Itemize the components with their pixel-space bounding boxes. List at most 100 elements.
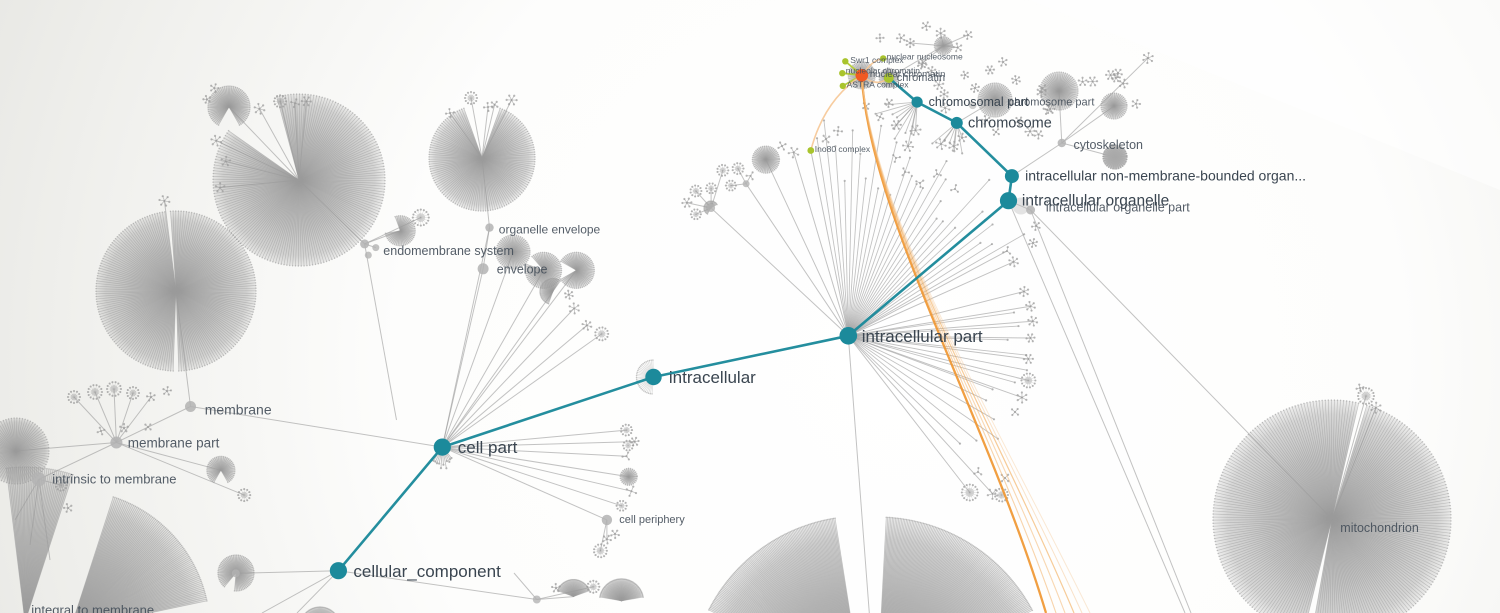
node-intracellular-nmb-organelle[interactable] (1004, 169, 1019, 184)
graph-edge (481, 157, 490, 228)
star-node (883, 98, 894, 109)
graph-edge (481, 106, 489, 159)
star-node (960, 70, 970, 80)
node-cytoskeleton[interactable] (1057, 138, 1067, 148)
label-chromatin: chromatin (897, 72, 945, 84)
graph-edge (442, 446, 622, 507)
node-ino80-complex[interactable] (807, 147, 815, 154)
graph-edge (228, 106, 300, 181)
node-astra-complex[interactable] (839, 82, 846, 90)
flower-node (960, 483, 979, 502)
fan-cluster (207, 85, 251, 126)
star-node (745, 171, 754, 181)
star-node (901, 167, 911, 177)
graph-edge (943, 34, 969, 47)
graph-edge (847, 335, 870, 613)
graph-edge (116, 442, 245, 496)
star-node (1025, 300, 1036, 312)
node-endomembrane-system[interactable] (360, 239, 370, 249)
graph-edge (1011, 142, 1063, 177)
ray-fan (815, 119, 1026, 337)
graph-edge (294, 103, 300, 181)
star-node (1033, 130, 1044, 140)
node-intracellular-part[interactable] (839, 327, 858, 345)
flower-node (1020, 372, 1037, 389)
node-nuclear-nucleosome[interactable] (880, 55, 887, 62)
node-organelle-envelope[interactable] (485, 223, 494, 232)
star-node (875, 112, 885, 122)
star-node (917, 58, 928, 68)
graph-edge (848, 335, 1023, 398)
star-node (1024, 126, 1036, 137)
star-node (948, 140, 959, 152)
flower-node (586, 579, 601, 594)
graph-edge (261, 570, 339, 613)
node-cellular-component[interactable] (329, 562, 347, 580)
node-membrane-part[interactable] (110, 436, 123, 449)
star-node (290, 98, 301, 109)
star-node (1042, 105, 1053, 115)
star-node (610, 529, 620, 540)
node-intrinsic-to-membrane[interactable] (31, 472, 46, 487)
star-node (1008, 256, 1019, 268)
graph-edge (847, 335, 993, 495)
star-node (821, 134, 831, 144)
star-node (621, 451, 630, 461)
graph-edge (441, 269, 577, 448)
star-node (505, 94, 518, 106)
star-node (210, 83, 220, 94)
star-node (1010, 407, 1020, 417)
graph-edge (216, 140, 300, 181)
orange-bundle-layer (860, 77, 1091, 613)
node-chromosome[interactable] (950, 116, 963, 129)
graph-edge (956, 99, 996, 124)
node-cell-periphery[interactable] (601, 514, 613, 526)
node-swr1-complex[interactable] (842, 58, 849, 65)
hub-dot (707, 204, 716, 212)
fan-cluster (1315, 404, 1452, 613)
flower-node (105, 381, 123, 397)
label-nucleolar-chromatin: nucleolar chromatin (846, 65, 920, 75)
label-cytoskeleton: cytoskeleton (1074, 138, 1144, 152)
graph-edge (441, 325, 588, 448)
path-edge (653, 334, 849, 379)
star-node (1025, 333, 1036, 343)
star-node (629, 436, 640, 447)
node-intracellular[interactable] (645, 368, 662, 386)
graph-edge (442, 446, 629, 478)
graph-edge (940, 33, 944, 46)
node-intracellular-organelle[interactable] (999, 192, 1018, 210)
label-astra-complex: ASTRA complex (847, 80, 910, 90)
star-node (96, 426, 106, 436)
node-chromatin[interactable] (883, 72, 894, 83)
flower-node (86, 384, 104, 400)
hub-dot (231, 569, 240, 578)
graph-edge (910, 42, 944, 47)
star-node (970, 83, 980, 93)
star-node (1018, 285, 1030, 298)
graph-edge (513, 572, 538, 600)
flower-node (620, 423, 634, 437)
node-chromosomal-part[interactable] (911, 96, 923, 108)
graph-edge (220, 179, 300, 189)
star-node (905, 37, 915, 49)
label-intracellular-organelle: intracellular organelle (1022, 193, 1169, 210)
graph-edge (481, 104, 496, 159)
star-node (1030, 221, 1041, 232)
node-membrane[interactable] (185, 401, 196, 412)
star-node (939, 102, 951, 114)
graph-edge (38, 479, 51, 561)
node-intracellular-organelle-part[interactable] (1026, 205, 1036, 215)
graph-edge (536, 596, 574, 600)
node-nucleolar-chromatin[interactable] (839, 70, 846, 77)
node-envelope[interactable] (477, 263, 489, 275)
fan-cluster (880, 516, 1034, 613)
star-node (957, 132, 968, 143)
node-cell-part[interactable] (433, 438, 451, 456)
flower-node (125, 385, 141, 401)
node-nuclear-chromatin[interactable] (855, 69, 869, 82)
path-edge (847, 199, 1010, 337)
node-chromosome-part[interactable] (998, 99, 1006, 107)
